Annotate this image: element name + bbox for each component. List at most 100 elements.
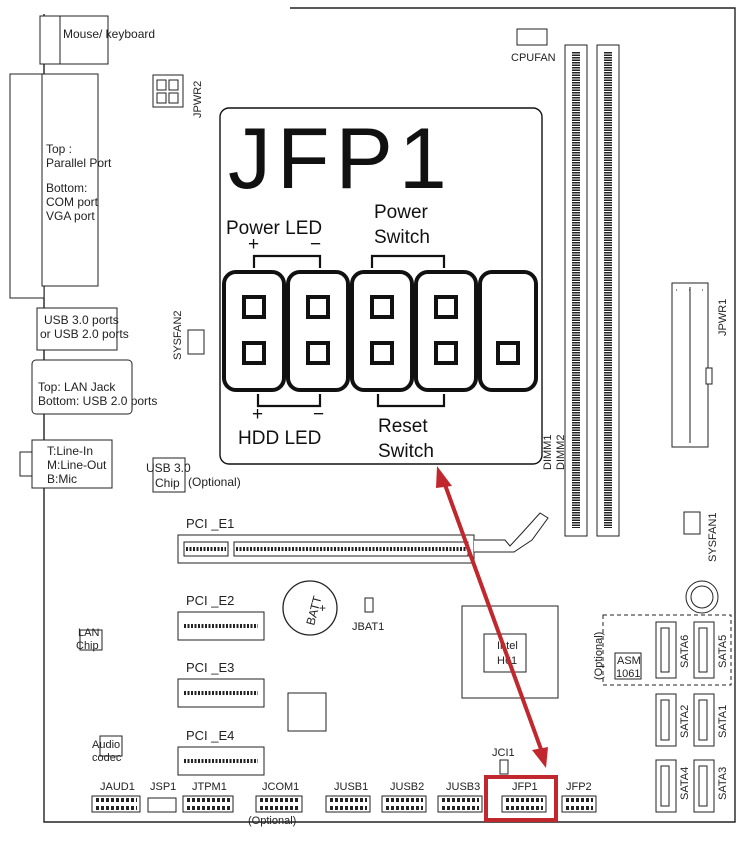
jfp1-label: JFP1 [512,781,538,793]
jci1-header [499,759,509,775]
parallel-port-label: Parallel Port [46,156,112,170]
asm1061-chip [614,652,642,680]
jci1-label: JCI1 [492,747,515,759]
jtpm1-header [182,795,234,813]
arrow-head-bottom-icon [532,747,548,768]
hdd-led-label: HDD LED [238,428,321,449]
jcom1-label: JCOM1 [262,781,299,793]
pin-square [434,295,458,319]
audio-line-in-label: T:Line-In [47,444,93,458]
sata5-label: SATA5 [717,635,729,668]
asm-label-2: 1061 [616,668,640,680]
reset-switch-bracket [376,394,446,408]
power-led-plus: + [248,234,259,255]
lan-chip [79,629,103,651]
sata4-port [655,759,677,813]
jbat1-label: JBAT1 [352,621,384,633]
audio-jack-block [31,439,113,489]
pci-e4-label: PCI _E4 [186,728,234,743]
sata2-label: SATA2 [679,705,691,738]
pci-e3-label: PCI _E3 [186,660,234,675]
usb3-chip [152,457,186,493]
optional-sata-box [602,614,732,686]
dimm1-label: DIMM1 [542,435,554,470]
pci-e1-latch [474,512,549,553]
sata3-label: SATA3 [717,767,729,800]
jfp1-highlight-box [484,775,558,822]
sysfan2-label: SYSFAN2 [172,310,184,360]
sata6-label: SATA6 [679,635,691,668]
jsp1-label: JSP1 [150,781,176,793]
pin-square [434,341,458,365]
cpufan-header [516,28,548,46]
lan-top-label: Top: LAN Jack [38,380,116,394]
callout-arrow-line [442,481,544,753]
dimm2-label: DIMM2 [555,435,567,470]
ps2-port [39,15,61,65]
vga-port-label: VGA port [46,209,95,223]
sata5-port [693,621,715,679]
lan-chip-label-2: Chip [76,640,99,652]
jfp1-pin-column-3 [350,270,414,392]
usb3-optional-label: (Optional) [188,475,241,489]
sata1-label: SATA1 [717,705,729,738]
callout-title: JFP1 [228,111,453,207]
jpwr1-label: JPWR1 [717,299,729,336]
usb3-chip-label-1: USB 3.0 [146,461,191,475]
sysfan1-label: SYSFAN1 [707,512,719,562]
jbat1-header [364,597,374,613]
jcom1-optional-label: (Optional) [248,815,296,827]
sysfan1-header [683,511,701,535]
power-led-label: Power LED [226,218,322,239]
jfp1-pin-column-2 [286,270,350,392]
sata1-port [693,693,715,747]
power-led-minus: − [310,234,321,255]
pin-square [370,295,394,319]
jsp1-header [147,797,177,813]
jfp2-label: JFP2 [566,781,592,793]
power-switch-label-1: Power [374,202,429,223]
lan-chip-label-1: LAN [78,627,99,639]
cpufan-label: CPUFAN [511,52,556,64]
pin-square [496,341,520,365]
optional-sata-label: (Optional) [593,632,605,680]
sata3-port [693,759,715,813]
sysfan2-header [187,329,205,355]
reset-switch-label-1: Reset [378,416,428,437]
io-port-block [41,73,99,287]
audio-mic-label: B:Mic [47,472,77,486]
usb-ports-label-2: or USB 2.0 ports [40,327,129,341]
super-io-chip [287,692,327,732]
hdd-led-bracket [256,394,322,408]
jpwr2-label: JPWR2 [192,81,204,118]
jusb3-label: JUSB3 [446,781,480,793]
usb-ports-block [36,307,118,351]
pci-e2-label: PCI _E2 [186,593,234,608]
pin-square [370,341,394,365]
parallel-bottom-label: Bottom: [46,181,87,195]
lan-jack-block [31,359,133,415]
audio-codec-label-2: codec [92,752,122,764]
usb3-chip-label-2: Chip [155,476,180,490]
audio-codec-chip [99,735,123,757]
arrow-head-top-icon [436,466,452,488]
pin-square [242,341,266,365]
sata6-port [655,621,677,679]
batt-plus-label: + [319,601,326,615]
jusb2-label: JUSB2 [390,781,424,793]
parallel-top-label: Top : [46,142,72,156]
battery-icon [282,580,338,636]
audio-codec-label-1: Audio [92,739,120,751]
power-switch-label-2: Switch [374,227,430,248]
power-switch-bracket [370,254,446,268]
sata4-label: SATA4 [679,767,691,800]
power-led-bracket [252,254,322,268]
jfp1-pin-column-1 [222,270,286,392]
jtpm1-label: JTPM1 [192,781,227,793]
parallel-port-shell [9,73,45,299]
com-port-label: COM port [46,195,99,209]
sata2-port [655,693,677,747]
board-outline [43,7,736,823]
